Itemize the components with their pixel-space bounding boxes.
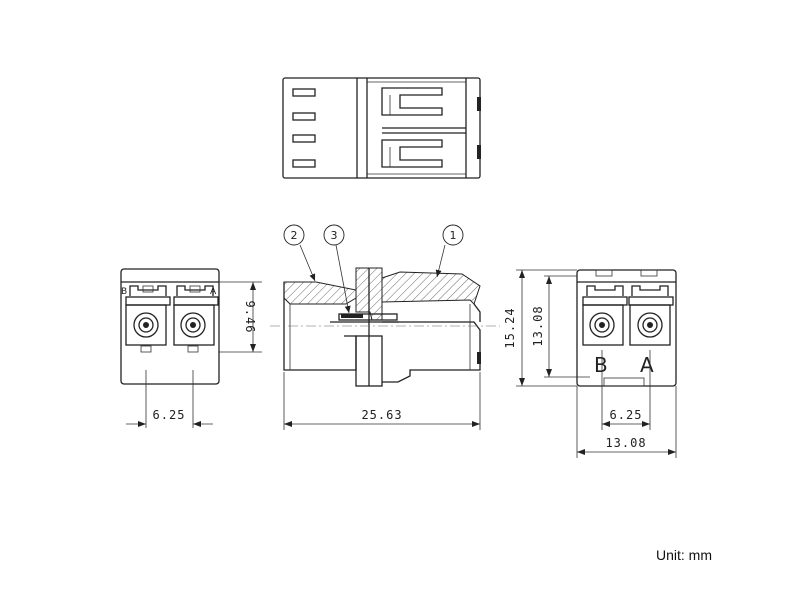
side-section-view [270,267,500,387]
dim-right-pitch-label: 6.25 [610,408,643,422]
dim-side-length-label: 25.63 [361,408,402,422]
dim-left-width-label: 6.25 [153,408,186,422]
port-label-left-a: A [210,287,217,297]
right-front-view: B A [576,269,677,387]
dim-right-pitch: 6.25 [601,350,651,430]
dim-left-width: 6.25 [126,370,213,428]
port-label-right-a: A [640,353,654,377]
callout-label-2: 2 [291,229,298,242]
dim-right-width-label: 13.08 [605,436,646,450]
dim-left-height: 9.46 [219,281,262,353]
dim-side-length: 25.63 [283,372,481,430]
dim-right-width: 13.08 [576,386,677,458]
callout-2: 2 [283,224,316,282]
port-label-left-b: B [121,287,127,297]
port-label-right-b: B [594,353,608,377]
dim-right-outer-height-label: 15.24 [503,307,517,348]
callout-label-3: 3 [331,229,338,242]
callout-label-1: 1 [450,229,457,242]
dim-left-height-label: 9.46 [243,301,257,334]
dim-right-inner-height: 13.08 [531,275,590,378]
left-front-view: B A [120,268,220,385]
dim-right-outer-height: 15.24 [503,269,577,387]
unit-note: Unit: mm [656,547,712,563]
callout-3: 3 [323,224,351,314]
dim-right-inner-height-label: 13.08 [531,305,545,346]
top-view [282,77,481,179]
callout-1: 1 [435,224,464,278]
